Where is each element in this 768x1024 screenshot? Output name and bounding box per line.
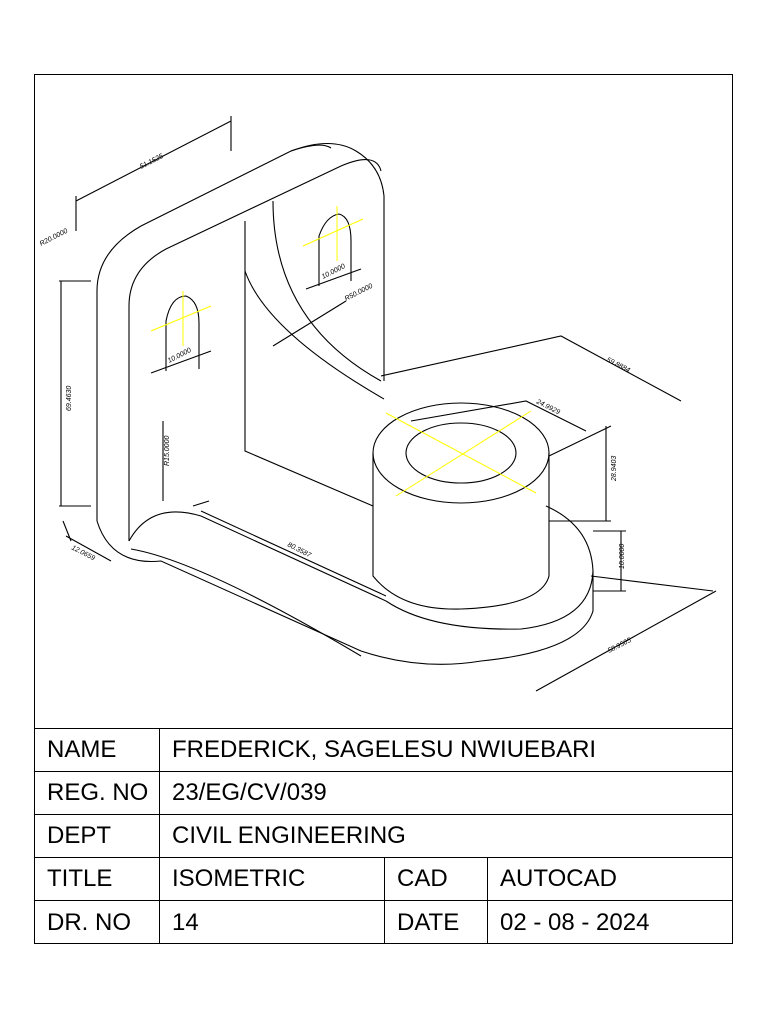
dim-hole-right-line	[305, 268, 362, 290]
plate-front-face	[128, 159, 382, 541]
dim-text-big-arc: R50.0000	[344, 283, 374, 303]
dim-base-thk	[593, 530, 626, 592]
dim-text-width-top: 51.1525	[139, 153, 165, 171]
dim-text-thickness: 12.0659	[70, 545, 96, 563]
cad-value: AUTOCAD	[488, 858, 732, 901]
date-value: 02 - 08 - 2024	[500, 908, 650, 936]
dim-text-height-left: 69.4630	[66, 386, 73, 411]
dim-cyl-height	[548, 425, 612, 522]
dim-text-base-span: 58.9505	[607, 637, 633, 655]
dim-thickness	[62, 520, 112, 562]
dim-base-length	[192, 500, 387, 597]
base-right-lower	[480, 571, 594, 662]
dim-cyl-dia	[410, 400, 587, 432]
plate-top-edge	[290, 144, 332, 152]
name-label: NAME	[35, 729, 160, 772]
drawing-sheet: 51.1525 R20.0000 69.4630 12.0659 R15.000…	[34, 74, 733, 944]
hole-left	[165, 295, 200, 371]
cylinder-sides	[372, 453, 550, 610]
dept-label: DEPT	[35, 815, 160, 858]
dim-text-hole-right: 10.0000	[321, 263, 347, 281]
plate-rib-arc	[272, 200, 382, 382]
date-label: DATE	[385, 901, 488, 944]
center-cylinder	[385, 410, 537, 497]
dim-text-fillet-top: R20.0000	[39, 228, 69, 248]
plate-rib-arc-2	[244, 270, 385, 400]
cylinder-hole	[405, 422, 517, 484]
plate-inner-vertical	[244, 221, 374, 507]
hole-right	[318, 213, 352, 286]
reg-value: 23/EG/CV/039	[160, 772, 732, 815]
dim-text-cyl-height: 28.9403	[611, 456, 618, 482]
base-front-edge	[96, 520, 482, 665]
plate-outer-edge	[96, 143, 385, 521]
isometric-drawing: 51.1525 R20.0000 69.4630 12.0659 R15.000…	[39, 116, 717, 692]
title-value: ISOMETRIC	[160, 858, 385, 901]
dim-text-base-thk: 10.0000	[619, 544, 626, 569]
center-hole-left	[150, 291, 212, 346]
dim-height-left	[59, 280, 91, 507]
title-label: TITLE	[35, 858, 160, 901]
dim-cyl-length	[380, 335, 682, 402]
dim-bigarc-leader	[272, 300, 347, 347]
dim-width-top	[75, 116, 232, 231]
dim-base-span	[535, 575, 717, 692]
reg-label: REG. NO	[35, 772, 160, 815]
drno-value: 14	[160, 901, 385, 944]
base-right-curve	[385, 505, 594, 630]
base-top-edge	[128, 511, 387, 602]
center-hole-right	[302, 206, 364, 261]
dim-hole-left-line	[150, 350, 212, 374]
dim-text-inner-fillet: R15.0000	[164, 436, 171, 466]
drno-label: DR. NO	[35, 901, 160, 944]
cad-label: CAD	[385, 858, 488, 901]
name-value: FREDERICK, SAGELESU NWIUEBARI	[160, 729, 732, 772]
base-lower-curve	[130, 548, 362, 657]
titleblock: NAME FREDERICK, SAGELESU NWIUEBARI REG. …	[35, 728, 732, 945]
dept-value: CIVIL ENGINEERING	[160, 815, 732, 858]
dim-text-cyl-length: 59.8884	[605, 357, 631, 375]
